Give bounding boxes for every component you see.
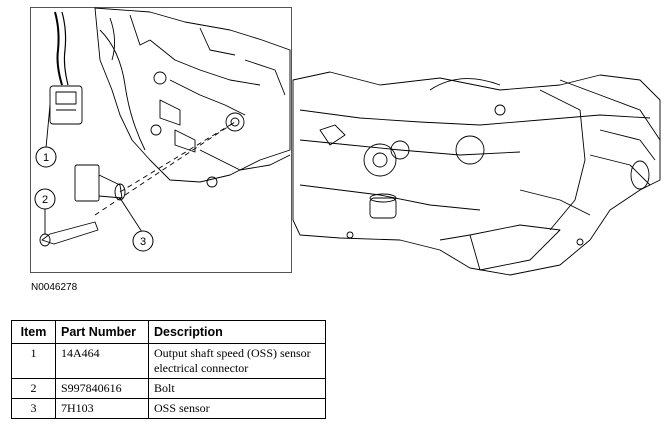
- description-cell: Output shaft speed (OSS) sensor electric…: [148, 343, 326, 379]
- header-item: Item: [11, 320, 56, 344]
- callout-1-circle: [35, 146, 57, 168]
- item-cell: 2: [11, 378, 56, 399]
- part-number-cell: 7H103: [55, 398, 149, 419]
- transmission-illustration: 1 2 3: [34, 7, 661, 276]
- callout-3-circle: [132, 230, 154, 252]
- figure-frame: [30, 7, 292, 273]
- table-header-row: Item Part Number Description: [11, 320, 326, 344]
- callout-3-label: 3: [140, 236, 146, 248]
- part-number-cell: S997840616: [55, 378, 149, 399]
- bolt-drawing: [41, 221, 99, 245]
- header-part-number: Part Number: [55, 320, 149, 344]
- callout-2-label: 2: [42, 194, 48, 206]
- item-cell: 3: [11, 398, 56, 419]
- part-number-cell: 14A464: [55, 343, 149, 379]
- table-row: 3 7H103 OSS sensor: [11, 398, 326, 419]
- wiring-harness: [54, 11, 63, 86]
- header-description: Description: [148, 320, 326, 344]
- table-row: 1 14A464 Output shaft speed (OSS) sensor…: [11, 343, 326, 379]
- vehicle-underbody-outline: [292, 71, 661, 276]
- figure-id: N0046278: [31, 282, 78, 293]
- description-cell: OSS sensor: [148, 398, 326, 419]
- oss-sensor-drawing: [74, 164, 100, 202]
- callout-2-circle: [34, 188, 56, 210]
- table-row: 2 S997840616 Bolt: [11, 378, 326, 399]
- parts-table: Item Part Number Description 1 14A464 Ou…: [11, 320, 326, 419]
- callout-1-label: 1: [43, 152, 49, 164]
- description-cell: Bolt: [148, 378, 326, 399]
- item-cell: 1: [11, 343, 56, 379]
- transmission-case-outline: [94, 7, 291, 183]
